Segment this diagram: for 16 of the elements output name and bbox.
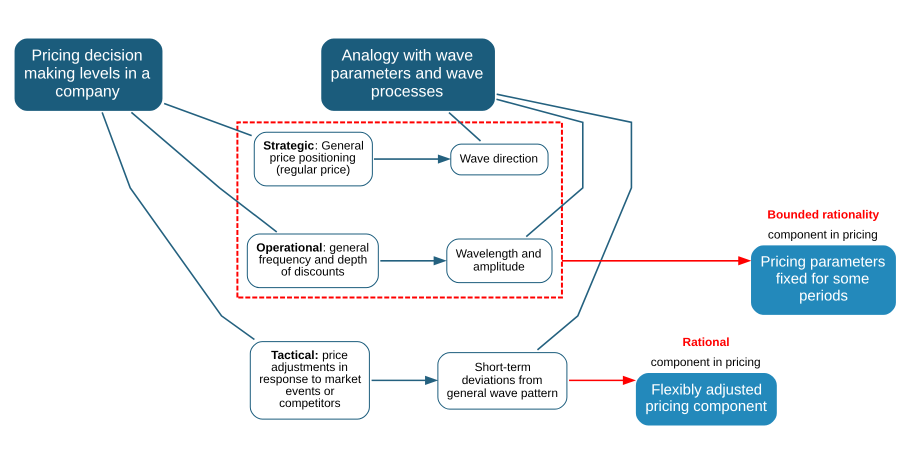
arrow [374, 154, 452, 164]
connector [164, 102, 252, 136]
connector [496, 98, 584, 237]
connector [496, 92, 632, 350]
connector [130, 111, 278, 232]
cluster [236, 120, 563, 298]
arrow [562, 256, 752, 265]
arrow [569, 375, 636, 384]
node-label: Rational [682, 334, 730, 349]
node-label: component in pricing [768, 227, 878, 242]
connector [448, 111, 482, 142]
arrow [372, 375, 438, 384]
connector [101, 112, 255, 340]
arrow [380, 256, 447, 265]
node-label: component in pricing [650, 354, 761, 369]
node-label: Bounded rationality [767, 207, 880, 222]
